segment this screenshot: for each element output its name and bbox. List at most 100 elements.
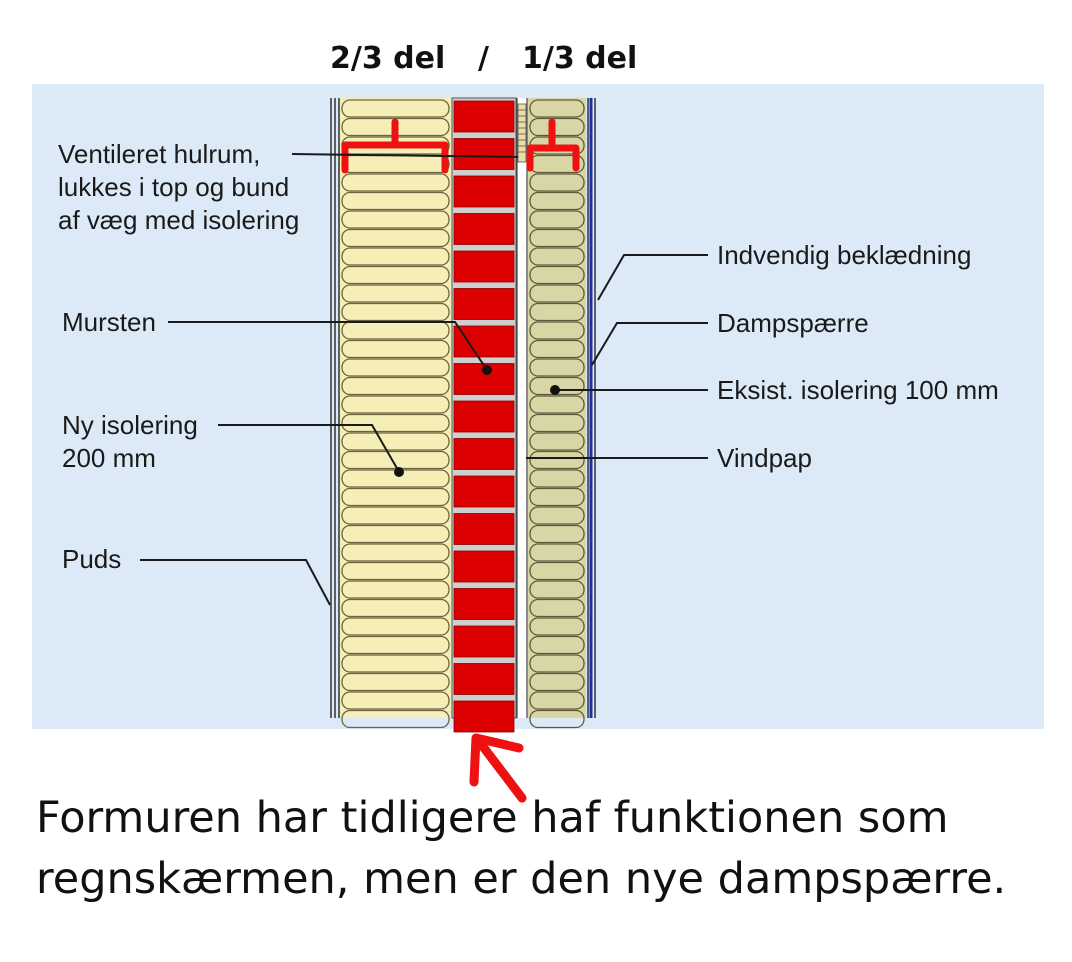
annotation-brackets — [341, 118, 580, 174]
insulation-batt — [529, 395, 585, 414]
insulation-batt — [529, 654, 585, 673]
insulation-batt — [529, 302, 585, 322]
insulation-batt — [529, 117, 585, 137]
brick — [453, 625, 515, 658]
insulation-batt — [341, 672, 450, 692]
brick-layer — [451, 97, 517, 733]
insulation-batt — [341, 247, 450, 266]
insulation-batt — [341, 524, 450, 544]
insulation-batt — [529, 413, 585, 433]
insulation-batt — [529, 99, 585, 118]
insulation-batt — [341, 561, 450, 581]
insulation-batt — [341, 691, 450, 710]
insulation-batt — [529, 691, 585, 710]
label-ny-isolering-line-1: Ny isolering — [62, 410, 198, 440]
insulation-batt — [341, 358, 450, 377]
insulation-batt — [529, 450, 585, 470]
caption-line-1: Formuren har tidligere haf funktionen so… — [36, 793, 949, 843]
brick — [453, 400, 515, 433]
insulation-batt — [529, 524, 585, 544]
insulation-batt — [529, 432, 585, 451]
label-vindpap: Vindpap — [717, 443, 812, 473]
insulation-batt — [529, 561, 585, 581]
label-eksist-isolering: Eksist. isolering 100 mm — [717, 375, 999, 405]
leader-lines — [140, 153, 708, 606]
brick — [453, 700, 515, 733]
label-dampspaerre: Dampspærre — [717, 308, 869, 338]
existing-insulation-layer — [528, 98, 586, 729]
brick — [453, 663, 515, 695]
insulation-batt — [529, 321, 585, 340]
insulation-batt — [529, 506, 585, 525]
brick — [453, 138, 515, 170]
insulation-batt — [529, 598, 585, 618]
leader-dots — [394, 365, 560, 477]
insulation-batt — [341, 228, 450, 248]
insulation-batt — [529, 228, 585, 248]
label-puds: Puds — [62, 544, 121, 574]
insulation-batt — [341, 173, 450, 192]
insulation-batt — [341, 413, 450, 433]
insulation-batt — [341, 580, 450, 599]
header-left: 2/3 del — [330, 41, 445, 76]
label-ventileret-line-1: Ventileret hulrum, — [58, 139, 260, 169]
insulation-batt — [529, 284, 585, 303]
insulation-batt — [341, 339, 450, 359]
brick — [453, 550, 515, 583]
insulation-batt — [341, 99, 450, 118]
insulation-batt — [341, 265, 450, 285]
label-ny-isolering-line-2: 200 mm — [62, 443, 156, 473]
insulation-batt — [341, 543, 450, 562]
insulation-batt — [529, 358, 585, 377]
header-separator: / — [478, 41, 489, 76]
label-ventileret-line-2: lukkes i top og bund — [58, 172, 289, 202]
insulation-batt — [529, 247, 585, 266]
insulation-batt — [341, 598, 450, 618]
insulation-batt — [529, 210, 585, 229]
insulation-batt — [341, 432, 450, 451]
brick — [453, 288, 515, 320]
ventilated-cavity — [516, 98, 528, 718]
interior-layers — [587, 98, 596, 718]
insulation-batt — [529, 580, 585, 599]
insulation-batt — [341, 302, 450, 322]
insulation-batt — [341, 487, 450, 507]
insulation-batt — [341, 635, 450, 655]
insulation-batt — [529, 635, 585, 655]
insulation-batt — [529, 339, 585, 359]
arrow-icon — [469, 733, 527, 803]
insulation-batt — [341, 709, 450, 729]
insulation-batt — [529, 469, 585, 488]
insulation-batt — [529, 191, 585, 211]
insulation-batt — [341, 395, 450, 414]
label-ventileret-line-3: af væg med isolering — [58, 205, 299, 235]
insulation-batt — [341, 284, 450, 303]
insulation-batt — [341, 617, 450, 636]
brick — [453, 325, 515, 358]
insulation-batt — [529, 487, 585, 507]
brick — [453, 438, 515, 470]
insulation-batt — [529, 543, 585, 562]
brick — [453, 100, 515, 133]
insulation-batt — [529, 617, 585, 636]
puds-layer — [330, 98, 340, 718]
label-indvendig-beklaedning: Indvendig beklædning — [717, 240, 971, 270]
brick — [453, 513, 515, 545]
brick — [453, 588, 515, 620]
insulation-batt — [341, 506, 450, 525]
insulation-batt — [341, 210, 450, 229]
insulation-batt — [341, 191, 450, 211]
brick — [453, 475, 515, 508]
insulation-batt — [529, 173, 585, 192]
insulation-batt — [529, 672, 585, 692]
insulation-batt — [529, 709, 585, 729]
insulation-batt — [529, 265, 585, 285]
brick — [453, 175, 515, 208]
new-insulation-layer — [340, 98, 451, 729]
brick — [453, 213, 515, 245]
brick — [453, 250, 515, 283]
header-right: 1/3 del — [522, 41, 637, 76]
insulation-batt — [341, 654, 450, 673]
